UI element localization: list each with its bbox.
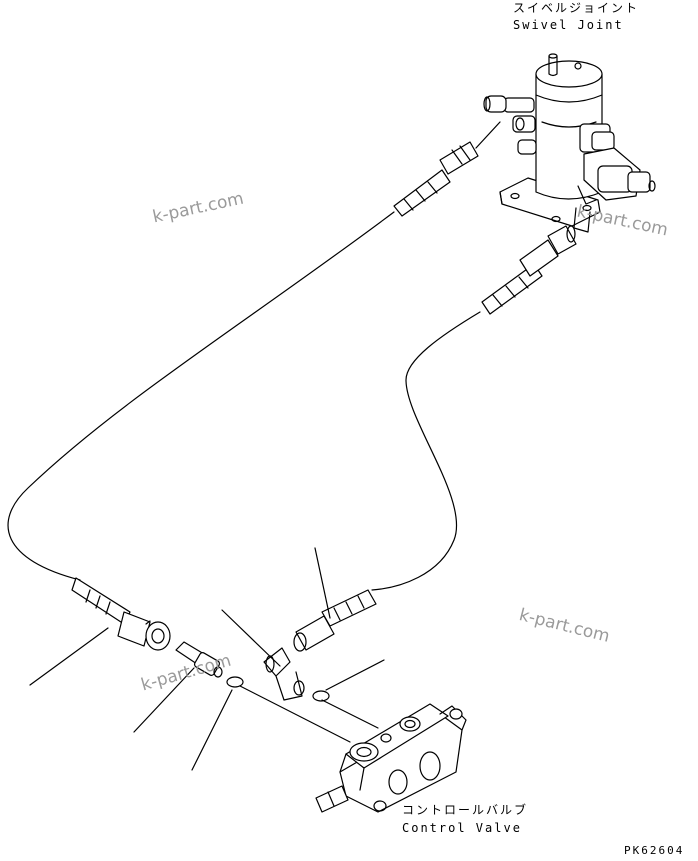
leader-line-6 xyxy=(325,659,385,691)
leader-line-3 xyxy=(191,689,233,771)
hose-line-left xyxy=(7,211,395,581)
hose-end-lower-right xyxy=(293,589,377,652)
elbow-fitting xyxy=(263,647,305,701)
swivel-joint-label-jp: スイベルジョイント xyxy=(513,1,640,15)
swivel-joint-label-en: Swivel Joint xyxy=(513,18,624,32)
hose-end-upper-right xyxy=(481,225,577,315)
leader-line-5 xyxy=(314,547,331,619)
adapter-fitting xyxy=(175,641,223,678)
leader-line-2 xyxy=(133,667,195,733)
leader-line-1 xyxy=(29,627,109,686)
control-valve xyxy=(315,703,467,813)
control-valve-label-en: Control Valve xyxy=(402,821,522,835)
hose-end-upper-left xyxy=(393,121,501,217)
leader-line-4 xyxy=(221,609,281,667)
diagram-code: PK62604 xyxy=(624,844,685,857)
hose-end-lower-left xyxy=(71,577,171,651)
hose-line-right xyxy=(371,311,481,591)
control-valve-label-jp: コントロールバルブ xyxy=(402,803,529,817)
swivel-joint xyxy=(483,53,656,233)
o-ring-right xyxy=(312,690,330,702)
connection-line-1 xyxy=(239,685,351,743)
connection-line-2 xyxy=(321,699,379,729)
o-ring-left xyxy=(226,676,244,688)
